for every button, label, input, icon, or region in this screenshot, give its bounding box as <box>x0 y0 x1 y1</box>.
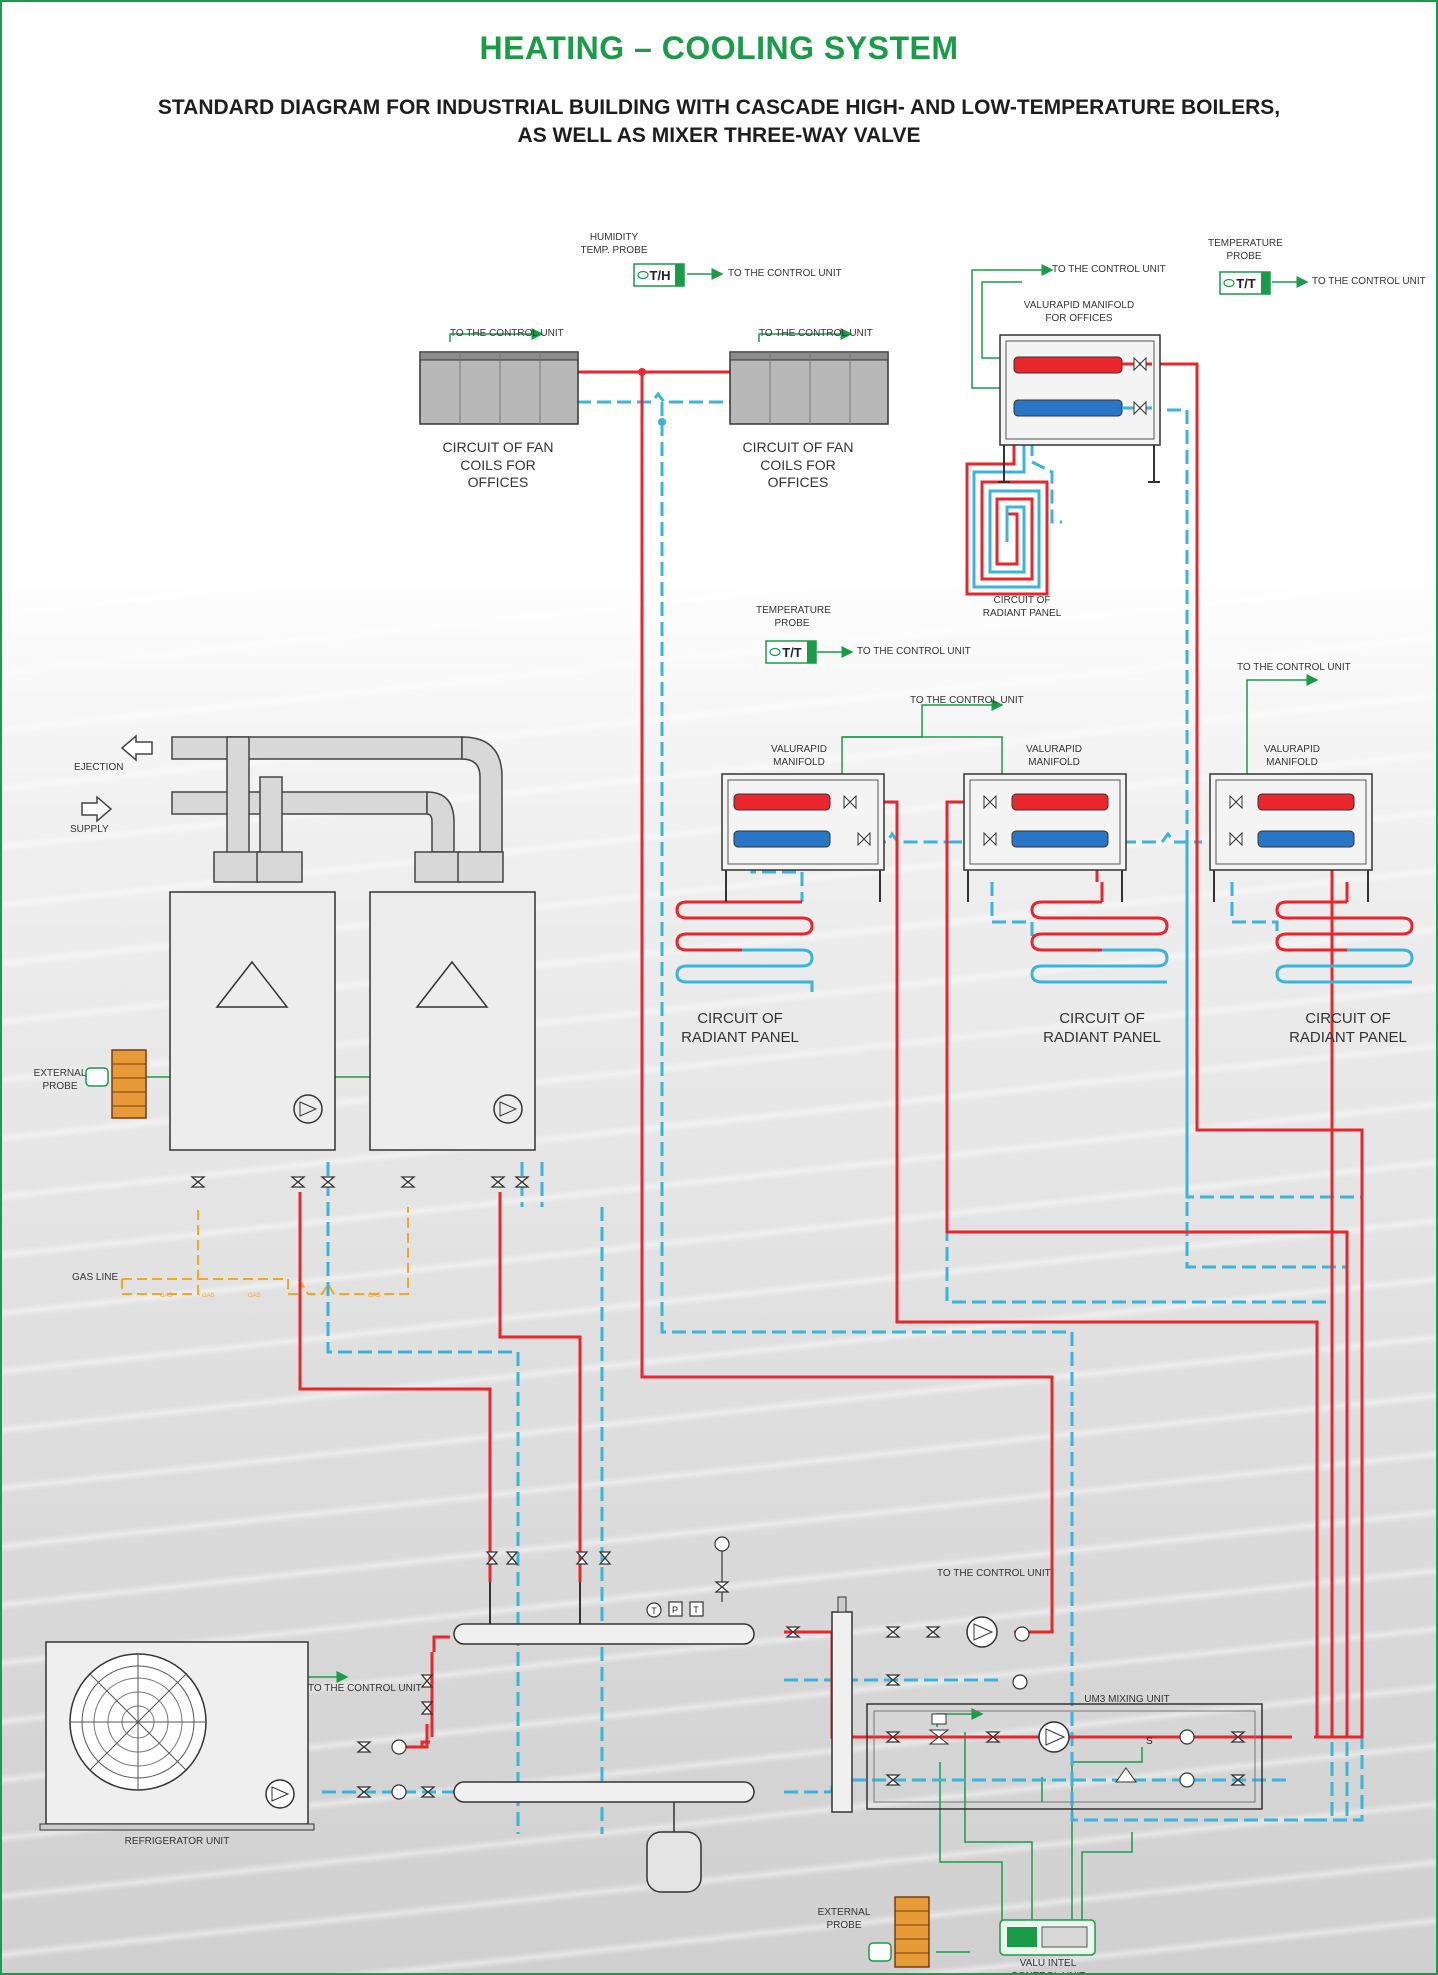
to-control-unit-label: TO THE CONTROL UNIT <box>1052 264 1166 275</box>
boiler-2 <box>369 891 536 1151</box>
tee-junction <box>638 368 646 376</box>
radiant-coil-1 <box>675 900 814 992</box>
radiant-panel-offices-label: CIRCUIT OF RADIANT PANEL <box>982 595 1062 619</box>
gas-marker: GAS <box>248 1293 261 1299</box>
gas-marker: GAS <box>160 1293 173 1299</box>
to-control-unit-label: TO THE CONTROL UNIT <box>728 268 842 279</box>
page-subtitle-line1: STANDARD DIAGRAM FOR INDUSTRIAL BUILDING… <box>157 96 1281 119</box>
tt-tag: T/T <box>782 645 802 660</box>
radiant-coil-2 <box>1030 882 1169 984</box>
sensor-icon <box>85 1067 109 1087</box>
to-control-unit-label: TO THE CONTROL UNIT <box>450 328 564 339</box>
t-gauge-label: T <box>693 1605 699 1615</box>
gas-line-label: GAS LINE <box>72 1272 119 1283</box>
return-collector <box>453 1781 755 1803</box>
fan-coil-circuit-label: CIRCUIT OF FAN COILS FOR OFFICES <box>442 439 554 490</box>
gauges <box>646 1536 730 1618</box>
radiant-panel-label-3: CIRCUIT OF RADIANT PANEL <box>1289 1010 1407 1046</box>
supply-arrow-icon <box>81 795 113 823</box>
boiler-1 <box>169 891 336 1151</box>
circulation-pump <box>966 1616 998 1648</box>
to-control-unit-label: TO THE CONTROL UNIT <box>910 695 1024 706</box>
um3-mixing-unit: S <box>866 1703 1263 1810</box>
manifold-3 <box>1209 773 1373 902</box>
radiant-panel-label-2: CIRCUIT OF RADIANT PANEL <box>1043 1010 1161 1046</box>
external-probe-label: EXTERNAL PROBE <box>33 1068 87 1092</box>
manifold-offices <box>998 334 1161 483</box>
air-arrows <box>81 734 153 823</box>
page-subtitle-line2: AS WELL AS MIXER THREE-WAY VALVE <box>517 124 921 147</box>
temperature-probe-label: TEMPERATURE PROBE <box>1208 238 1283 262</box>
expansion-vessel <box>646 1802 702 1893</box>
refrigerator-unit-label: REFRIGERATOR UNIT <box>124 1836 230 1847</box>
to-control-unit-label: TO THE CONTROL UNIT <box>1237 662 1351 673</box>
supply-collector <box>453 1582 755 1645</box>
valurapid-manifold-label: VALURAPID MANIFOLD <box>1264 744 1320 768</box>
to-control-unit-label: TO THE CONTROL UNIT <box>308 1683 422 1694</box>
valurapid-offices-label: VALURAPID MANIFOLD FOR OFFICES <box>1023 300 1135 324</box>
hydraulic-separator <box>831 1596 853 1813</box>
ejection-label: EJECTION <box>74 762 124 773</box>
temperature-probe-hall: T/T <box>765 640 817 664</box>
refrigerator-unit <box>39 1641 315 1831</box>
external-probe-label: EXTERNAL PROBE <box>817 1907 871 1931</box>
humidity-probe-label: HUMIDITY TEMP. PROBE <box>580 232 648 256</box>
fan-coil-circuit-label: CIRCUIT OF FAN COILS FOR OFFICES <box>742 439 854 490</box>
radiant-coil-3 <box>1275 882 1414 984</box>
sensor-icon <box>868 1942 892 1962</box>
radiant-panel-label-1: CIRCUIT OF RADIANT PANEL <box>681 1010 799 1046</box>
temperature-probe-label: TEMPERATURE PROBE <box>756 605 831 629</box>
manifold-1 <box>721 773 885 902</box>
s-mark: S <box>1146 1736 1153 1747</box>
supply-label: SUPPLY <box>70 824 109 835</box>
gas-marker: GAS <box>368 1293 381 1299</box>
gauge-labels: T P T <box>651 1605 699 1616</box>
manifold-2 <box>963 773 1127 902</box>
th-tag: T/H <box>650 268 671 283</box>
valurapid-manifold-label: VALURAPID MANIFOLD <box>771 744 827 768</box>
radiant-coil-offices <box>965 442 1049 596</box>
t-gauge-label: T <box>651 1606 657 1616</box>
fan-coil-left <box>419 351 579 425</box>
page-title: HEATING – COOLING SYSTEM <box>479 30 959 66</box>
fan-coil-right <box>729 351 889 425</box>
p-gauge-label: P <box>672 1605 678 1615</box>
external-probe-control <box>868 1896 930 1968</box>
flue-pipes <box>171 736 504 883</box>
to-control-unit-label: TO THE CONTROL UNIT <box>937 1568 1051 1579</box>
gas-lines <box>121 1207 409 1295</box>
external-probe-boiler <box>85 1049 147 1119</box>
tee-junction <box>658 418 666 426</box>
um3-mixing-unit-label: UM3 MIXING UNIT <box>1084 1694 1170 1705</box>
valu-intel-control-unit <box>999 1919 1096 1956</box>
temperature-probe-offices: T/T <box>1219 271 1271 295</box>
gas-marker: GAS <box>202 1293 215 1299</box>
ejection-arrow-icon <box>120 734 153 762</box>
to-control-unit-label: TO THE CONTROL UNIT <box>759 328 873 339</box>
to-control-unit-label: TO THE CONTROL UNIT <box>857 646 971 657</box>
valu-intel-label: VALU INTEL CONTROL UNIT <box>1011 1958 1086 1973</box>
valurapid-manifold-label: VALURAPID MANIFOLD <box>1026 744 1082 768</box>
gas-line-markers: GAS GAS GAS GAS <box>160 1293 381 1299</box>
tt-tag: T/T <box>1236 276 1256 291</box>
collector-valves <box>356 1551 1246 1798</box>
to-control-unit-label: TO THE CONTROL UNIT <box>1312 276 1426 287</box>
boiler-valves <box>190 1176 530 1188</box>
humidity-probe: T/H <box>633 263 685 287</box>
thermometers <box>391 1626 1195 1800</box>
